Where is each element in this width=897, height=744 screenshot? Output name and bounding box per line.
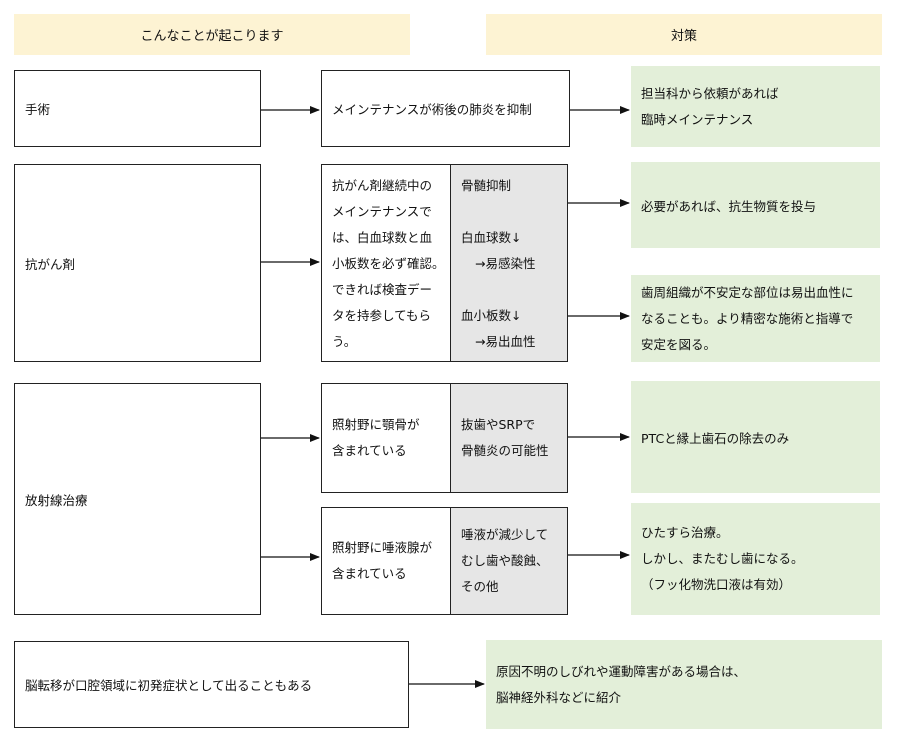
wbc-label: 白血球数↓: [461, 230, 522, 245]
radiation-result-2: ひたすら治療。 しかし、またむし歯になる。 （フッ化物洗口液は有効）: [641, 525, 804, 592]
radiation-result-1-box: PTCと縁上歯石の除去のみ: [631, 381, 880, 493]
chemo-result-1-box: 必要があれば、抗生物質を投与: [631, 162, 880, 248]
radiation-case-1-risk-box: 抜歯やSRPで 骨髄炎の可能性: [450, 383, 568, 493]
radiation-case-1-box: 照射野に顎骨が 含まれている: [321, 383, 451, 493]
metastasis-label: 脳転移が口腔領域に初発症状として出ることもある: [25, 678, 313, 693]
chemo-measure-box: 抗がん剤継続中の メインテナンスで は、白血球数と血 小板数を必ず確認。 できれ…: [321, 164, 451, 362]
header-right: 対策: [486, 14, 882, 55]
chemo-result-1: 必要があれば、抗生物質を投与: [641, 198, 817, 214]
header-left: こんなことが起こります: [14, 14, 410, 55]
radiation-case-2: 照射野に唾液腺が 含まれている: [332, 540, 433, 581]
surgery-measure-box: メインテナンスが術後の肺炎を抑制: [321, 70, 570, 147]
metastasis-result-box: 原因不明のしびれや運動障害がある場合は、 脳神経外科などに紹介: [486, 640, 882, 729]
radiation-label: 放射線治療: [25, 492, 88, 508]
plt-effect: →易出血性: [475, 334, 536, 349]
chemo-measure: 抗がん剤継続中の メインテナンスで は、白血球数と血 小板数を必ず確認。 できれ…: [332, 178, 445, 349]
chemo-result-2-box: 歯周組織が不安定な部位は易出血性に なることも。より精密な施術と指導で 安定を図…: [631, 275, 880, 362]
radiation-case-2-box: 照射野に唾液腺が 含まれている: [321, 507, 451, 615]
bone-marrow-box: 骨髄抑制 白血球数↓ →易感染性 血小板数↓ →易出血性: [450, 164, 568, 362]
radiation-case-1: 照射野に顎骨が 含まれている: [332, 417, 420, 458]
bone-marrow-title: 骨髄抑制: [461, 178, 512, 193]
radiation-case-2-risk: 唾液が減少して むし歯や酸蝕、 その他: [461, 527, 549, 594]
surgery-box: 手術: [14, 70, 261, 147]
radiation-result-1: PTCと縁上歯石の除去のみ: [641, 430, 790, 446]
radiation-box: 放射線治療: [14, 383, 261, 615]
surgery-measure: メインテナンスが術後の肺炎を抑制: [332, 102, 532, 117]
chemo-result-2: 歯周組織が不安定な部位は易出血性に なることも。より精密な施術と指導で 安定を図…: [641, 284, 854, 352]
chemo-box: 抗がん剤: [14, 164, 261, 362]
surgery-result: 担当科から依頼があれば 臨時メインテナンス: [641, 85, 779, 127]
chemo-label: 抗がん剤: [25, 256, 76, 272]
surgery-result-box: 担当科から依頼があれば 臨時メインテナンス: [631, 66, 880, 147]
radiation-result-2-box: ひたすら治療。 しかし、またむし歯になる。 （フッ化物洗口液は有効）: [631, 503, 880, 615]
plt-label: 血小板数↓: [461, 308, 522, 323]
radiation-case-1-risk: 抜歯やSRPで 骨髄炎の可能性: [461, 417, 549, 458]
radiation-case-2-risk-box: 唾液が減少して むし歯や酸蝕、 その他: [450, 507, 568, 615]
wbc-effect: →易感染性: [475, 256, 536, 271]
surgery-label: 手術: [25, 102, 51, 117]
metastasis-result: 原因不明のしびれや運動障害がある場合は、 脳神経外科などに紹介: [496, 663, 747, 705]
metastasis-box: 脳転移が口腔領域に初発症状として出ることもある: [14, 641, 409, 728]
